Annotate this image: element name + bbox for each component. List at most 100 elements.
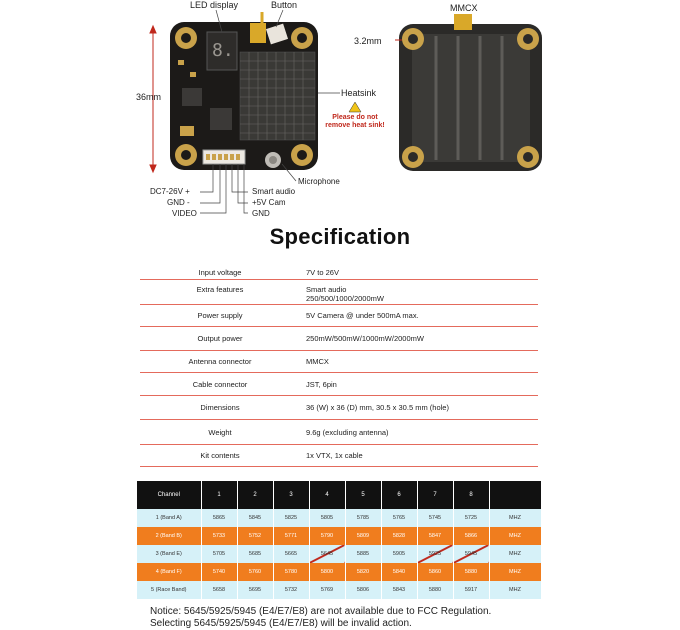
frequency-cell: 5665 xyxy=(273,545,310,563)
frequency-cell: 5917 xyxy=(453,581,490,599)
spec-divider xyxy=(140,372,538,373)
spec-key: Extra features xyxy=(196,285,244,294)
spec-value: JST, 6pin xyxy=(306,380,337,389)
frequency-cell: 5843 xyxy=(381,581,418,599)
pin-gnd2-label: GND xyxy=(252,209,270,218)
channel-header-cell xyxy=(489,481,542,509)
frequency-cell: 5880 xyxy=(417,581,454,599)
spec-key: Antenna connector xyxy=(188,357,252,366)
frequency-cell: 5806 xyxy=(345,581,382,599)
band-label: 5 (Race Band) xyxy=(137,581,202,599)
pin-cam-label: +5V Cam xyxy=(252,198,286,207)
button-label: Button xyxy=(271,0,298,10)
pin-smart-audio-label: Smart audio xyxy=(252,187,296,196)
unit-cell: MHZ xyxy=(489,545,542,563)
spec-value: 250mW/500mW/1000mW/2000mW xyxy=(306,334,424,343)
mmcx-label: MMCX xyxy=(450,3,478,13)
frequency-cell: 5705 xyxy=(201,545,238,563)
frequency-cell: 5785 xyxy=(345,509,382,527)
frequency-cell: 5800 xyxy=(309,563,346,581)
fcc-notice: Notice: 5645/5925/5945 (E4/E7/E8) are no… xyxy=(150,606,491,630)
vtx-board-illustration xyxy=(149,9,542,214)
frequency-cell: 5695 xyxy=(237,581,274,599)
led-display-label: LED display xyxy=(190,0,239,10)
spec-value: 1x VTX, 1x cable xyxy=(306,451,363,460)
spec-row: Power supply 5V Camera @ under 500mA max. xyxy=(140,311,538,333)
unit-cell: MHZ xyxy=(489,527,542,545)
spec-divider xyxy=(140,279,538,280)
frequency-cell-disabled: 5645 xyxy=(309,545,346,563)
channel-header-cell: 3 xyxy=(273,481,310,509)
frequency-cell: 5845 xyxy=(237,509,274,527)
led-digit: 8. xyxy=(212,40,234,61)
pin-gnd-label: GND - xyxy=(167,198,190,207)
spec-value: 9.6g (excluding antenna) xyxy=(306,428,389,437)
frequency-cell: 5805 xyxy=(309,509,346,527)
frequency-cell: 5740 xyxy=(201,563,238,581)
frequency-cell: 5771 xyxy=(273,527,310,545)
spec-divider xyxy=(140,304,538,305)
frequency-cell: 5752 xyxy=(237,527,274,545)
frequency-cell: 5828 xyxy=(381,527,418,545)
frequency-cell: 5745 xyxy=(417,509,454,527)
pin-video-label: VIDEO xyxy=(172,209,197,218)
frequency-cell: 5765 xyxy=(381,509,418,527)
frequency-cell: 5725 xyxy=(453,509,490,527)
spec-value: 7V to 26V xyxy=(306,268,339,277)
band-label: 4 (Band F) xyxy=(137,563,202,581)
spec-value: Smart audio 250/500/1000/2000mW xyxy=(306,285,384,303)
spec-key: Cable connector xyxy=(192,380,248,389)
spec-value: 36 (W) x 36 (D) mm, 30.5 x 30.5 mm (hole… xyxy=(306,403,449,412)
unit-cell: MHZ xyxy=(489,581,542,599)
frequency-cell: 5820 xyxy=(345,563,382,581)
band-label: 1 (Band A) xyxy=(137,509,202,527)
spec-divider xyxy=(140,350,538,351)
frequency-cell: 5733 xyxy=(201,527,238,545)
frequency-cell: 5880 xyxy=(453,563,490,581)
spec-value: MMCX xyxy=(306,357,329,366)
frequency-cell: 5847 xyxy=(417,527,454,545)
frequency-cell: 5760 xyxy=(237,563,274,581)
spec-key: Kit contents xyxy=(200,451,240,460)
channel-header-cell: 1 xyxy=(201,481,238,509)
channel-header-cell: 4 xyxy=(309,481,346,509)
frequency-cell-disabled: 5945 xyxy=(453,545,490,563)
spec-value: 5V Camera @ under 500mA max. xyxy=(306,311,419,320)
channel-header-cell: 6 xyxy=(381,481,418,509)
frequency-cell: 5769 xyxy=(309,581,346,599)
frequency-cell: 5885 xyxy=(345,545,382,563)
microphone-label: Microphone xyxy=(298,177,340,186)
frequency-cell: 5865 xyxy=(201,509,238,527)
spec-divider xyxy=(140,326,538,327)
spec-divider xyxy=(140,395,538,396)
frequency-cell: 5685 xyxy=(237,545,274,563)
spec-row: Kit contents 1x VTX, 1x cable xyxy=(140,451,538,473)
notice-line-1: Notice: 5645/5925/5945 (E4/E7/E8) are no… xyxy=(150,606,492,617)
board-size-label: 36mm xyxy=(136,92,162,102)
channel-header-cell: 5 xyxy=(345,481,382,509)
channel-header-cell: 8 xyxy=(453,481,490,509)
warning-label: Please do not remove heat sink! xyxy=(325,114,385,129)
product-diagram: LED display Button MMCX 3.2mm 36mm Heats… xyxy=(0,0,680,220)
frequency-cell: 5732 xyxy=(273,581,310,599)
frequency-cell-disabled: 5925 xyxy=(417,545,454,563)
hole-size-label: 3.2mm xyxy=(354,36,382,46)
unit-cell: MHZ xyxy=(489,563,542,581)
band-label: 2 (Band B) xyxy=(137,527,202,545)
page-title: Specification xyxy=(269,224,411,249)
frequency-cell: 5790 xyxy=(309,527,346,545)
spec-key: Power supply xyxy=(197,311,243,320)
spec-divider xyxy=(140,466,538,467)
frequency-cell: 5860 xyxy=(417,563,454,581)
spec-key: Dimensions xyxy=(200,403,240,412)
spec-key: Weight xyxy=(208,428,232,437)
spec-divider xyxy=(140,444,538,445)
notice-line-2: Selecting 5645/5925/5945 (E4/E7/E8) will… xyxy=(150,618,412,629)
channel-header-cell: 7 xyxy=(417,481,454,509)
